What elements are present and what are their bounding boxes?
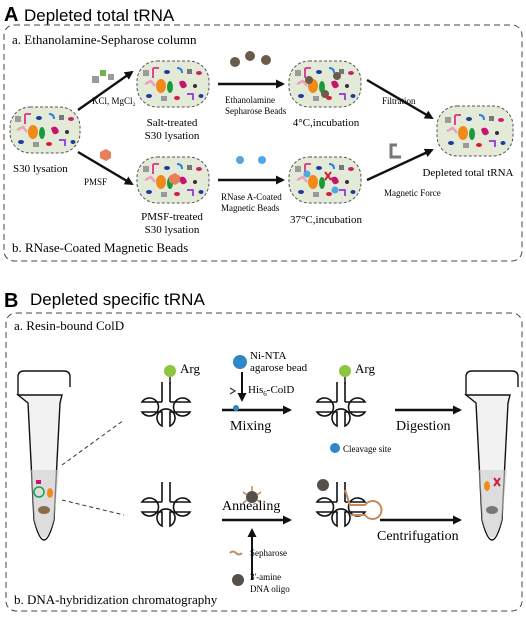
sepharose-bead-hybrid	[317, 479, 329, 491]
scissors-icon	[229, 387, 237, 395]
rnase-label-1: RNase A-Coated	[221, 192, 282, 202]
sepharose-label: Sepharose	[250, 548, 287, 558]
connector-upper	[61, 419, 125, 466]
trna-upper-left	[141, 381, 191, 427]
amine-label-1: 3'-amine	[250, 572, 281, 582]
arrow-to-salt	[77, 70, 134, 111]
salt-label-2: S30 lysation	[145, 130, 200, 142]
arg-ball-2	[339, 365, 351, 377]
panel-a-sub-a: a. Ethanolamine-Sepharose column	[12, 32, 197, 47]
centrifugation-label: Centrifugation	[377, 529, 459, 544]
arg-label-1: Arg	[180, 361, 200, 376]
depleted-label: Depleted total tRNA	[422, 167, 513, 179]
eth-label-1: Ethanolamine	[225, 95, 275, 105]
arrow-to-pmsf	[77, 150, 134, 186]
amine-label-2: DNA oligo	[250, 584, 290, 594]
filtration-label: Filtration	[382, 96, 416, 106]
magnetic-label: Magnetic Force	[384, 188, 441, 198]
depleted-total-blob	[436, 105, 514, 157]
s30-lysate-blob	[9, 106, 81, 154]
kcl-label: KCl, MgCl₂	[92, 96, 136, 106]
salt-crystals-icon	[92, 70, 114, 83]
pmsf-label-1: PMSF-treated	[141, 211, 203, 223]
panel-a-letter: A	[4, 4, 18, 26]
digestion-label: Digestion	[396, 419, 450, 434]
pmsf-icon	[100, 149, 111, 161]
inc37-label: 37°C,incubation	[290, 214, 362, 226]
ethanolamine-beads-icon	[230, 51, 271, 67]
salt-label-1: Salt-treated	[147, 117, 198, 129]
ni-label-1: Ni-NTA	[250, 350, 286, 362]
trna-lower-left	[141, 481, 191, 527]
right-tube	[464, 370, 519, 541]
arg-ball-1	[164, 365, 176, 377]
panel-b-box	[5, 312, 523, 612]
annealing-bead-icon	[242, 486, 262, 504]
left-tube	[16, 370, 71, 541]
inc4-label: 4°C,incubation	[293, 117, 360, 129]
eth-label-2: Sepharose Beads	[225, 106, 287, 116]
panel-a-title: Depleted total tRNA	[24, 6, 175, 25]
dna-oligo	[344, 489, 383, 520]
rnase-beads-icon	[236, 156, 266, 164]
incubation-4c-blob	[288, 60, 362, 108]
amine-oligo-bead-icon	[232, 574, 244, 586]
panel-b-sub-a: a. Resin-bound ColD	[14, 318, 124, 333]
rnase-label-2: Magnetic Beads	[221, 203, 280, 213]
magnet-icon	[389, 143, 401, 159]
panel-a-sub-b: b. RNase-Coated Magnetic Beads	[12, 240, 188, 255]
arrow-filtration	[366, 78, 434, 120]
cleavage-bead-icon	[330, 443, 340, 453]
pmsf-label: PMSF	[84, 177, 107, 187]
connector-lower	[61, 499, 125, 516]
trna-upper-right	[316, 381, 366, 427]
panel-b-sub-b: b. DNA-hybridization chromatography	[14, 592, 218, 607]
his-label: His6-ColD	[248, 384, 294, 398]
sepharose-icon	[229, 550, 243, 556]
arrow-magnetic	[366, 148, 434, 182]
mixing-label: Mixing	[230, 419, 271, 434]
arg-label-2: Arg	[355, 361, 375, 376]
panel-b-letter: B	[4, 290, 18, 312]
salt-treated-blob	[136, 60, 210, 108]
pmsf-label-2: S30 lysation	[145, 224, 200, 236]
s30-label: S30 lysation	[13, 163, 68, 175]
panel-b-title: Depleted specific tRNA	[30, 290, 205, 309]
annealing-label: Annealing	[222, 499, 280, 514]
incubation-37c-blob	[288, 156, 362, 204]
mixing-bead-icon	[233, 405, 239, 411]
panel-a-box	[3, 24, 523, 262]
ni-nta-bead-icon	[233, 355, 247, 369]
cleavage-label: Cleavage site	[343, 444, 391, 454]
pmsf-treated-blob	[136, 156, 210, 204]
ni-label-2: agarose bead	[250, 362, 308, 374]
